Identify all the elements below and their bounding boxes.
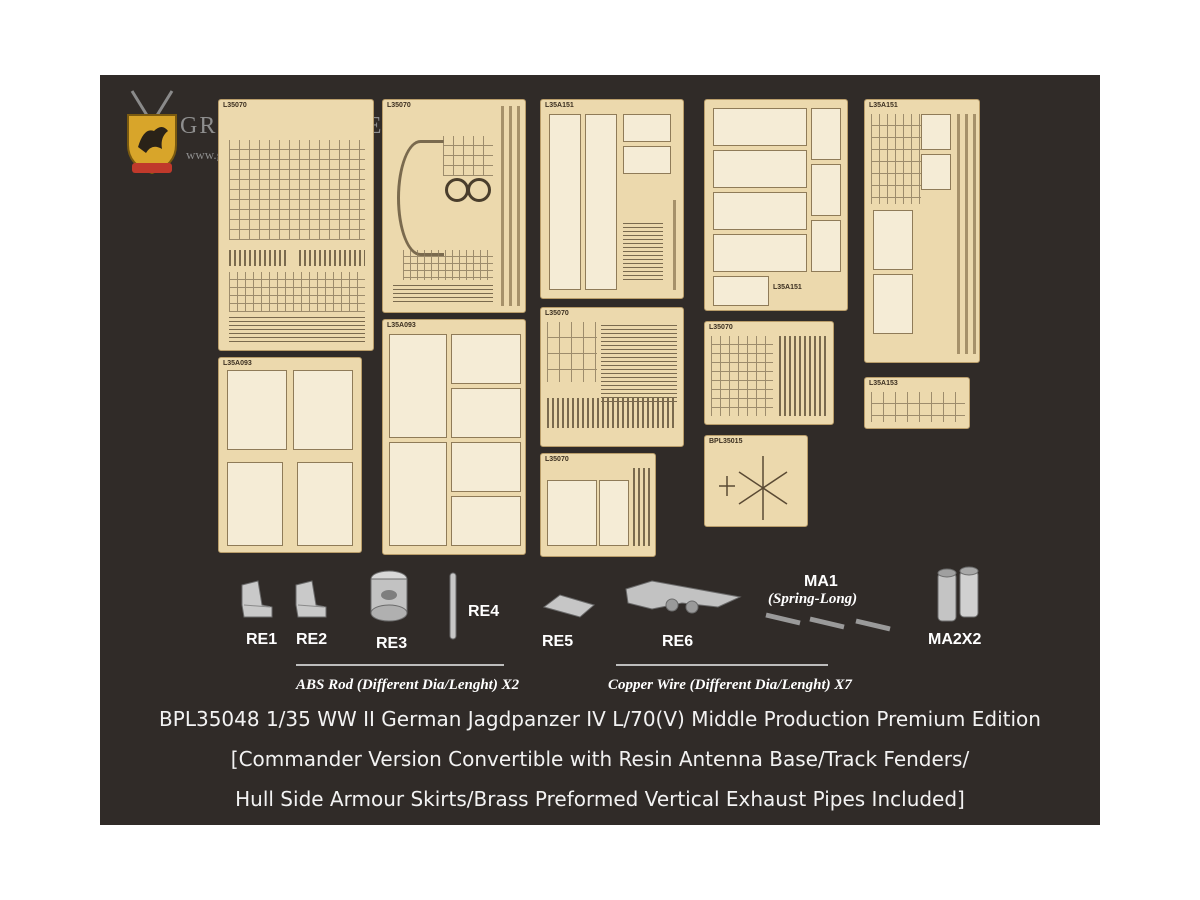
resin-part-re6 — [625, 580, 742, 614]
pe-fret-l35a153: L35A153 — [864, 377, 970, 429]
fret-code: L35A151 — [545, 102, 574, 109]
fret-code: L35A093 — [387, 322, 416, 329]
ma1-note: (Spring-Long) — [768, 591, 858, 607]
abs-rod-line — [296, 664, 504, 666]
pe-fret-l35a151-c: L35A151 — [864, 99, 980, 363]
pe-fret-l35a151-b: L35A151 — [704, 99, 848, 311]
fret-code: L35070 — [545, 310, 569, 317]
resin-part-re2 — [295, 580, 327, 618]
pe-fret-l35070-a: L35070 — [218, 99, 374, 351]
re4-label: RE4 — [468, 603, 500, 620]
abs-rod-label: ABS Rod (Different Dia/Lenght) X2 — [296, 677, 520, 693]
pe-fret-l35070-e: L35070 — [540, 453, 656, 557]
resin-part-re5 — [542, 594, 596, 618]
pe-fret-l35070-d: L35070 — [704, 321, 834, 425]
pe-fret-l35070-b: L35070 — [382, 99, 526, 313]
re3-label: RE3 — [376, 635, 408, 652]
fret-code: L35070 — [709, 324, 733, 331]
re6-label: RE6 — [662, 633, 694, 650]
pe-fret-bpl35015: BPL35015 — [704, 435, 808, 527]
resin-part-re1 — [241, 580, 273, 618]
re5-label: RE5 — [542, 633, 574, 650]
resin-part-re4 — [449, 572, 457, 640]
ma2-label: MA2X2 — [928, 631, 982, 648]
product-image-panel: GRIFFON MODEL www.griffonmodel.com L3507… — [100, 75, 1100, 825]
fret-code: L35A093 — [223, 360, 252, 367]
griffon-emblem-icon — [127, 90, 177, 175]
ma1-label: MA1 — [804, 573, 838, 590]
copper-wire-label: Copper Wire (Different Dia/Lenght) X7 — [608, 677, 852, 693]
fret-code: L35A151 — [869, 102, 898, 109]
product-title-line-2: [Commander Version Convertible with Resi… — [230, 747, 970, 771]
resin-part-re3 — [370, 570, 408, 622]
pe-fret-l35a151-a: L35A151 — [540, 99, 684, 299]
fret-code: L35070 — [545, 456, 569, 463]
product-title-line-3: Hull Side Armour Skirts/Brass Preformed … — [235, 787, 965, 811]
fret-code: L35070 — [223, 102, 247, 109]
spring-ma1 — [765, 612, 891, 632]
fret-code: L35A151 — [773, 284, 802, 291]
pe-fret-l35a093-a: L35A093 — [218, 357, 362, 553]
copper-wire-line — [616, 664, 828, 666]
pe-fret-l35070-c: L35070 — [540, 307, 684, 447]
pe-fret-l35a093-b: L35A093 — [382, 319, 526, 555]
fret-code: BPL35015 — [709, 438, 743, 445]
product-title-line-1: BPL35048 1/35 WW II German Jagdpanzer IV… — [159, 707, 1041, 731]
fret-code: L35A153 — [869, 380, 898, 387]
re1-label: RE1 — [246, 631, 278, 648]
re2-label: RE2 — [296, 631, 328, 648]
exhaust-pipes-ma2 — [937, 566, 979, 622]
fret-code: L35070 — [387, 102, 411, 109]
